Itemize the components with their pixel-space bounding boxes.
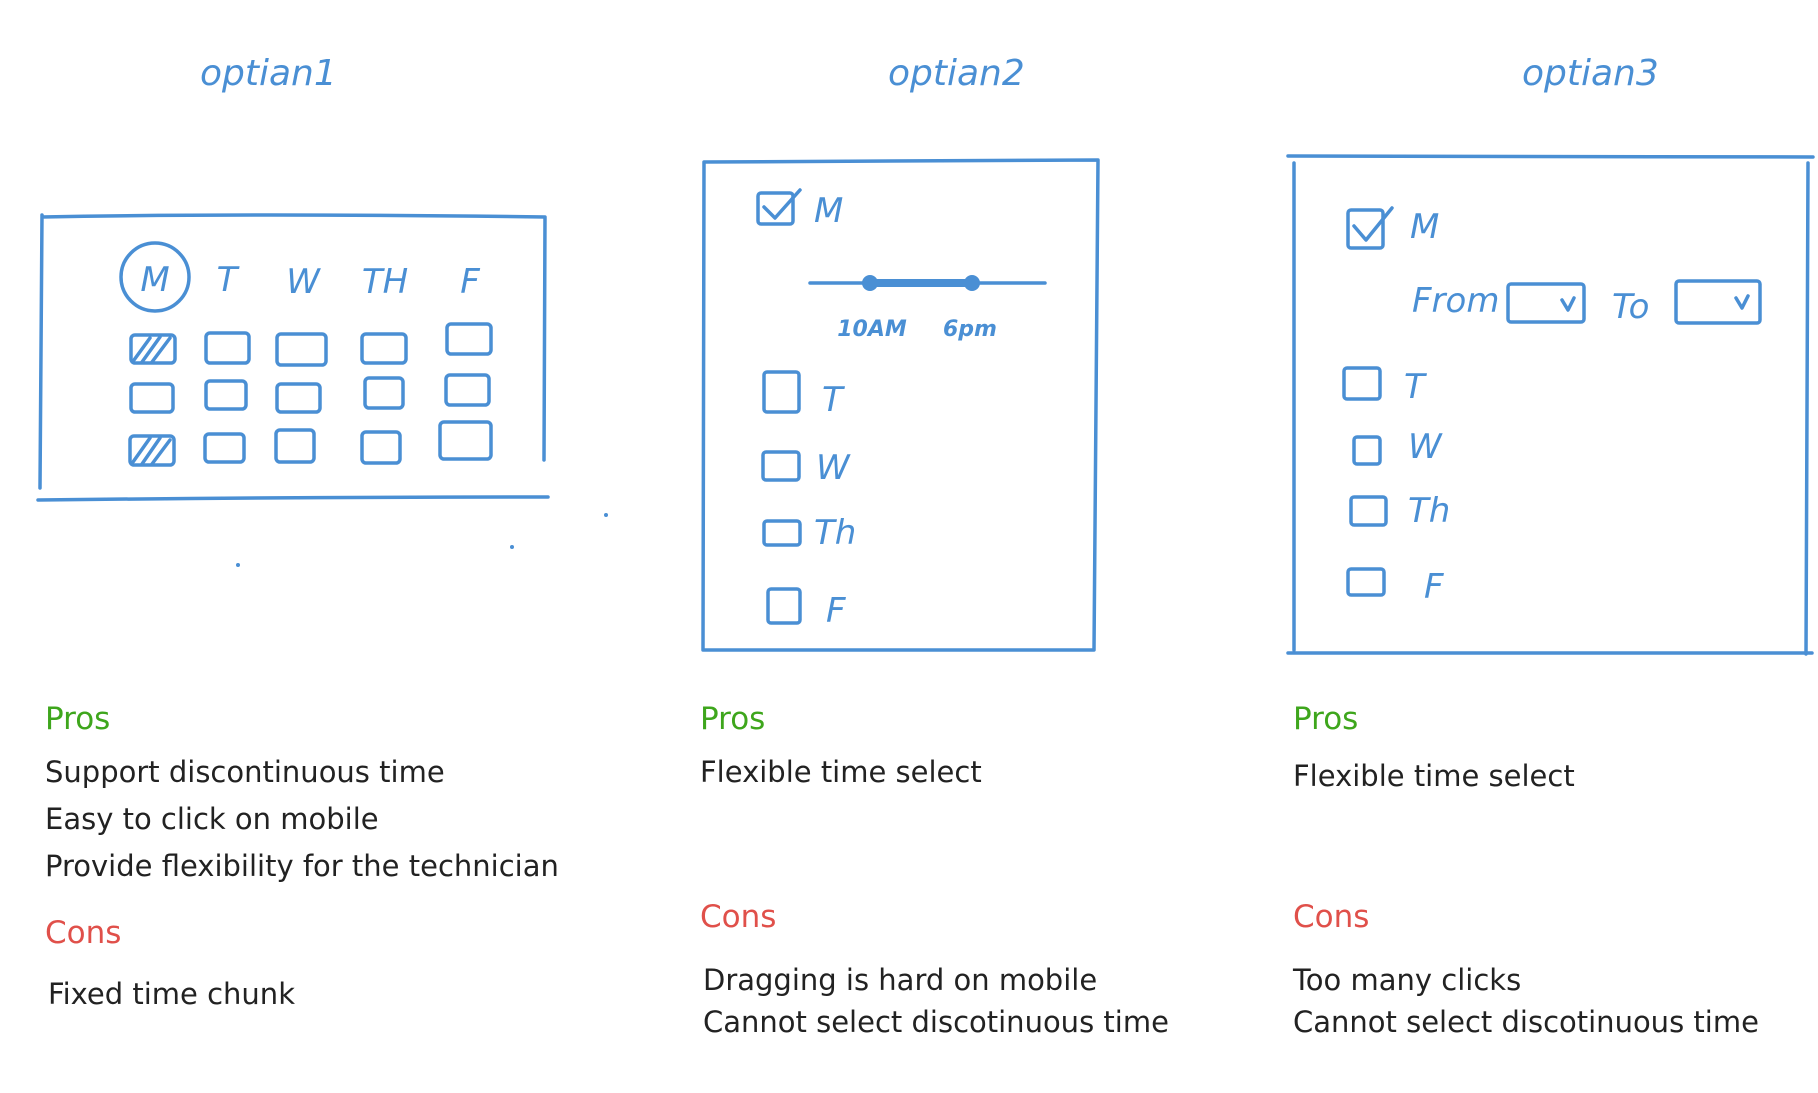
thursday-checkbox[interactable] bbox=[1349, 495, 1388, 527]
time-chunk[interactable] bbox=[363, 376, 405, 410]
time-chunk[interactable] bbox=[129, 382, 175, 414]
option3-day-f: F bbox=[1424, 567, 1444, 607]
slider-start-handle[interactable] bbox=[862, 275, 878, 291]
option3-pros-heading: Pros bbox=[1293, 701, 1359, 737]
time-chunk[interactable] bbox=[275, 332, 328, 367]
option3-title: optian3 bbox=[1522, 53, 1659, 94]
option2-title: optian2 bbox=[888, 53, 1025, 94]
to-time-dropdown[interactable] bbox=[1674, 279, 1762, 325]
option2-frame bbox=[701, 158, 1100, 652]
option2-cons-heading: Cons bbox=[700, 899, 777, 935]
option1-pro-item: Support discontinuous time bbox=[45, 755, 445, 789]
option3-frame bbox=[1286, 154, 1815, 656]
hatch-icon bbox=[131, 436, 172, 466]
option3-cons-heading: Cons bbox=[1293, 899, 1370, 935]
option2-day-m: M bbox=[814, 191, 843, 231]
option2-day-w: W bbox=[816, 448, 851, 488]
time-chunk[interactable] bbox=[438, 420, 493, 461]
time-chunk[interactable] bbox=[360, 430, 402, 465]
option1-day-m: M bbox=[140, 260, 169, 300]
option1-time-chunk-grid bbox=[128, 322, 493, 467]
option2-con-item: Cannot select discotinuous time bbox=[703, 1005, 1169, 1039]
stray-dot bbox=[510, 545, 514, 549]
from-time-dropdown[interactable] bbox=[1506, 282, 1586, 324]
time-chunk[interactable] bbox=[360, 332, 408, 365]
time-chunk[interactable] bbox=[204, 331, 251, 365]
monday-checkbox-checked[interactable] bbox=[1346, 208, 1385, 250]
option3-pro-item: Flexible time select bbox=[1293, 759, 1575, 793]
slider-end-handle[interactable] bbox=[964, 275, 980, 291]
slider-end-label: 6pm bbox=[943, 317, 997, 342]
monday-checkbox-checked[interactable] bbox=[756, 191, 795, 226]
option1-day-t: T bbox=[217, 260, 240, 300]
hatch-icon bbox=[132, 335, 172, 364]
option1-day-f: F bbox=[460, 262, 480, 302]
wednesday-checkbox[interactable] bbox=[761, 450, 801, 482]
option1-notes: Pros Support discontinuous time Easy to … bbox=[45, 696, 605, 1018]
time-chunk[interactable] bbox=[444, 373, 491, 407]
from-label: From bbox=[1412, 281, 1499, 321]
friday-checkbox[interactable] bbox=[766, 587, 802, 625]
checkmark-icon bbox=[762, 188, 802, 220]
option3-day-t: T bbox=[1404, 367, 1427, 407]
option3-day-w: W bbox=[1408, 427, 1443, 467]
time-chunk[interactable] bbox=[204, 379, 248, 411]
tuesday-checkbox[interactable] bbox=[1342, 366, 1382, 401]
option1-pro-item: Easy to click on mobile bbox=[45, 802, 379, 836]
time-chunk[interactable] bbox=[445, 322, 493, 356]
stray-dot bbox=[604, 513, 608, 517]
option2-pros-heading: Pros bbox=[700, 701, 766, 737]
checkmark-icon bbox=[1352, 206, 1394, 242]
option1-day-w: W bbox=[286, 262, 321, 302]
option2-day-f: F bbox=[826, 591, 846, 631]
thursday-checkbox[interactable] bbox=[762, 519, 802, 547]
time-chunk[interactable] bbox=[203, 432, 246, 464]
option2-day-th: Th bbox=[814, 513, 856, 553]
option3-notes: Pros Flexible time select Cons Too many … bbox=[1293, 696, 1813, 1043]
chevron-down-icon bbox=[1560, 296, 1576, 312]
option1-frame bbox=[36, 213, 550, 502]
time-chunk[interactable] bbox=[274, 428, 316, 464]
option1-con-item: Fixed time chunk bbox=[48, 977, 295, 1011]
option1-pro-item: Provide flexibility for the technician bbox=[45, 849, 559, 883]
option3-day-m: M bbox=[1410, 207, 1439, 247]
wednesday-checkbox[interactable] bbox=[1352, 435, 1382, 466]
option1-day-th: TH bbox=[362, 262, 408, 302]
option2-day-t: T bbox=[822, 380, 845, 420]
option2-pro-item: Flexible time select bbox=[700, 755, 982, 789]
tuesday-checkbox[interactable] bbox=[762, 370, 801, 414]
time-chunk[interactable] bbox=[275, 382, 322, 414]
to-label: To bbox=[1612, 287, 1649, 327]
option2-con-item: Dragging is hard on mobile bbox=[703, 963, 1098, 997]
option1-pros-heading: Pros bbox=[45, 701, 111, 737]
option1-cons-heading: Cons bbox=[45, 915, 122, 951]
option3-con-item: Cannot select discotinuous time bbox=[1293, 1005, 1759, 1039]
option3-day-th: Th bbox=[1408, 491, 1450, 531]
friday-checkbox[interactable] bbox=[1346, 567, 1386, 597]
stray-dot bbox=[236, 563, 240, 567]
chevron-down-icon bbox=[1734, 294, 1750, 310]
monday-selected-circle bbox=[119, 241, 191, 313]
option1-title: optian1 bbox=[200, 53, 337, 94]
option3-con-item: Too many clicks bbox=[1293, 963, 1522, 997]
slider-start-label: 10AM bbox=[837, 317, 907, 342]
option2-notes: Pros Flexible time select Cons Dragging … bbox=[700, 696, 1220, 1043]
